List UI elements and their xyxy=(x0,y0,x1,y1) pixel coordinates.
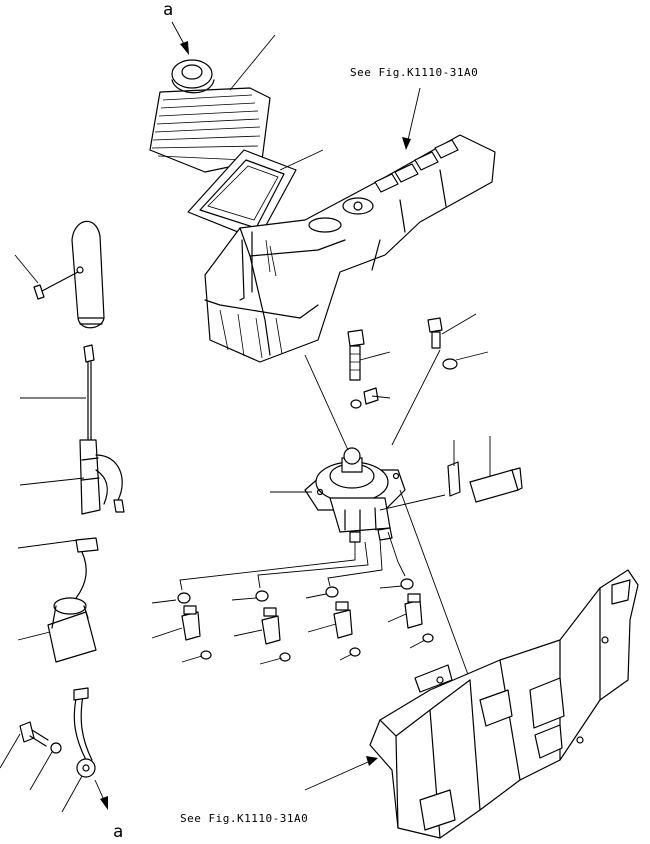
port-lines xyxy=(179,531,406,591)
part-leaders xyxy=(0,34,491,813)
rubber-boot xyxy=(149,59,271,173)
reference-label-bottom: See Fig.K1110-31A0 xyxy=(180,812,309,825)
reference-arrow-top xyxy=(407,87,421,141)
fittings-row xyxy=(177,578,434,662)
lever-rod xyxy=(75,551,87,599)
lever-bolt xyxy=(19,721,62,754)
callout-arrowhead-top xyxy=(180,41,189,55)
reference-label-top: See Fig.K1110-31A0 xyxy=(350,66,479,79)
callout-label-bottom: a xyxy=(113,822,124,842)
lever-knob xyxy=(71,220,105,329)
assembly-line-3 xyxy=(399,489,471,681)
knob-screw xyxy=(33,271,79,300)
pilot-valve xyxy=(304,447,406,543)
assembly-line-4 xyxy=(379,494,446,511)
lever-arm xyxy=(73,687,96,778)
reference-arrow-bottom xyxy=(304,761,369,791)
callout-arrow-bottom xyxy=(94,779,105,801)
reference-arrowhead-bottom xyxy=(366,756,378,766)
mounting-frame xyxy=(369,569,639,839)
callout-arrowhead-bottom xyxy=(100,796,108,810)
lower-boot xyxy=(47,597,97,663)
reference-arrowhead-top xyxy=(402,137,411,150)
assembly-line-1 xyxy=(304,354,349,451)
lever-nut xyxy=(75,537,99,553)
mounting-bolts xyxy=(347,317,523,503)
callout-label-top: a xyxy=(163,0,174,20)
assembly-line-2 xyxy=(391,349,441,446)
lever-cable xyxy=(79,344,125,515)
callout-arrow-top xyxy=(171,21,186,47)
console-cover xyxy=(204,134,496,363)
